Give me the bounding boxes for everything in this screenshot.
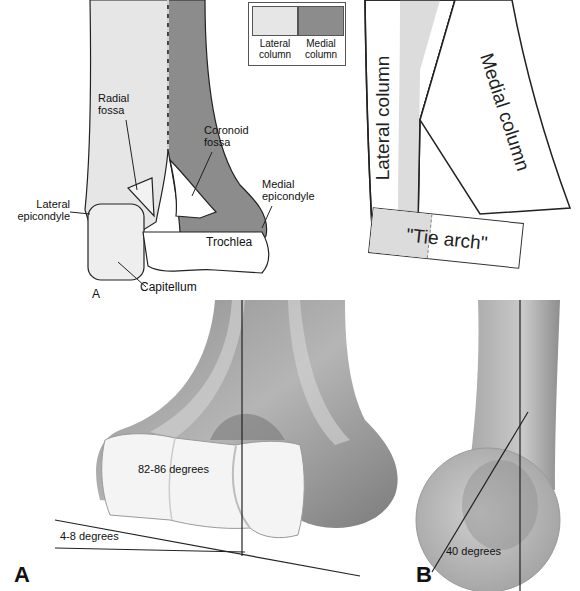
- fossa-shadow: [210, 414, 285, 440]
- condyle-highlight: [462, 460, 538, 550]
- capitellum-edge: [169, 438, 175, 520]
- front-view-illustration: [55, 300, 398, 576]
- angle-label: 82-86 degrees: [138, 463, 228, 475]
- tie-arch-box: "Tie arch": [368, 207, 524, 269]
- leader-line: [262, 206, 272, 228]
- part-label: Lateral epicondyle: [8, 198, 70, 222]
- leader-line: [126, 120, 137, 190]
- medial-column-band: Medial column: [415, 0, 575, 222]
- part-label: Medial epicondyle: [262, 178, 326, 202]
- trochlea-shape: [143, 232, 269, 273]
- legend-text: Lateral column: [252, 38, 298, 60]
- legend-swatch: [252, 6, 298, 36]
- humerus-line-drawing: [70, 0, 272, 287]
- coronoid-fossa-shape: [170, 160, 216, 218]
- panel-letter: A: [92, 288, 108, 301]
- lateral-view-illustration: [416, 300, 560, 591]
- horizontal-line: [55, 548, 245, 552]
- part-label: Trochlea: [206, 236, 266, 249]
- angle-label: 4-8 degrees: [60, 530, 140, 542]
- legend-text: Medial column: [298, 38, 344, 60]
- lateral-column-area: [85, 0, 168, 232]
- leader-line: [192, 152, 212, 196]
- articular-surface: [102, 434, 305, 538]
- column-divider: [167, 0, 169, 150]
- column-shape: [420, 0, 570, 214]
- medial-ridge-shading: [288, 300, 350, 445]
- part-label: Capitellum: [140, 281, 210, 294]
- condyle-shape: [416, 448, 560, 591]
- legend-box: Lateral columnMedial column: [248, 2, 346, 66]
- panel-letter: A: [14, 563, 38, 587]
- column-label: Lateral column: [373, 56, 392, 181]
- capitellum-shape: [88, 204, 144, 280]
- axis-line: [241, 300, 242, 556]
- panel-letter: B: [416, 563, 440, 587]
- angle-line: [432, 412, 528, 572]
- legend-swatch: [298, 6, 344, 36]
- leader-line: [70, 212, 90, 214]
- part-label: Coronoid fossa: [204, 124, 258, 148]
- angle-label: 40 degrees: [446, 545, 516, 557]
- part-label: Radial fossa: [98, 92, 140, 116]
- joint-line: [55, 520, 360, 576]
- axis-line: [519, 300, 520, 591]
